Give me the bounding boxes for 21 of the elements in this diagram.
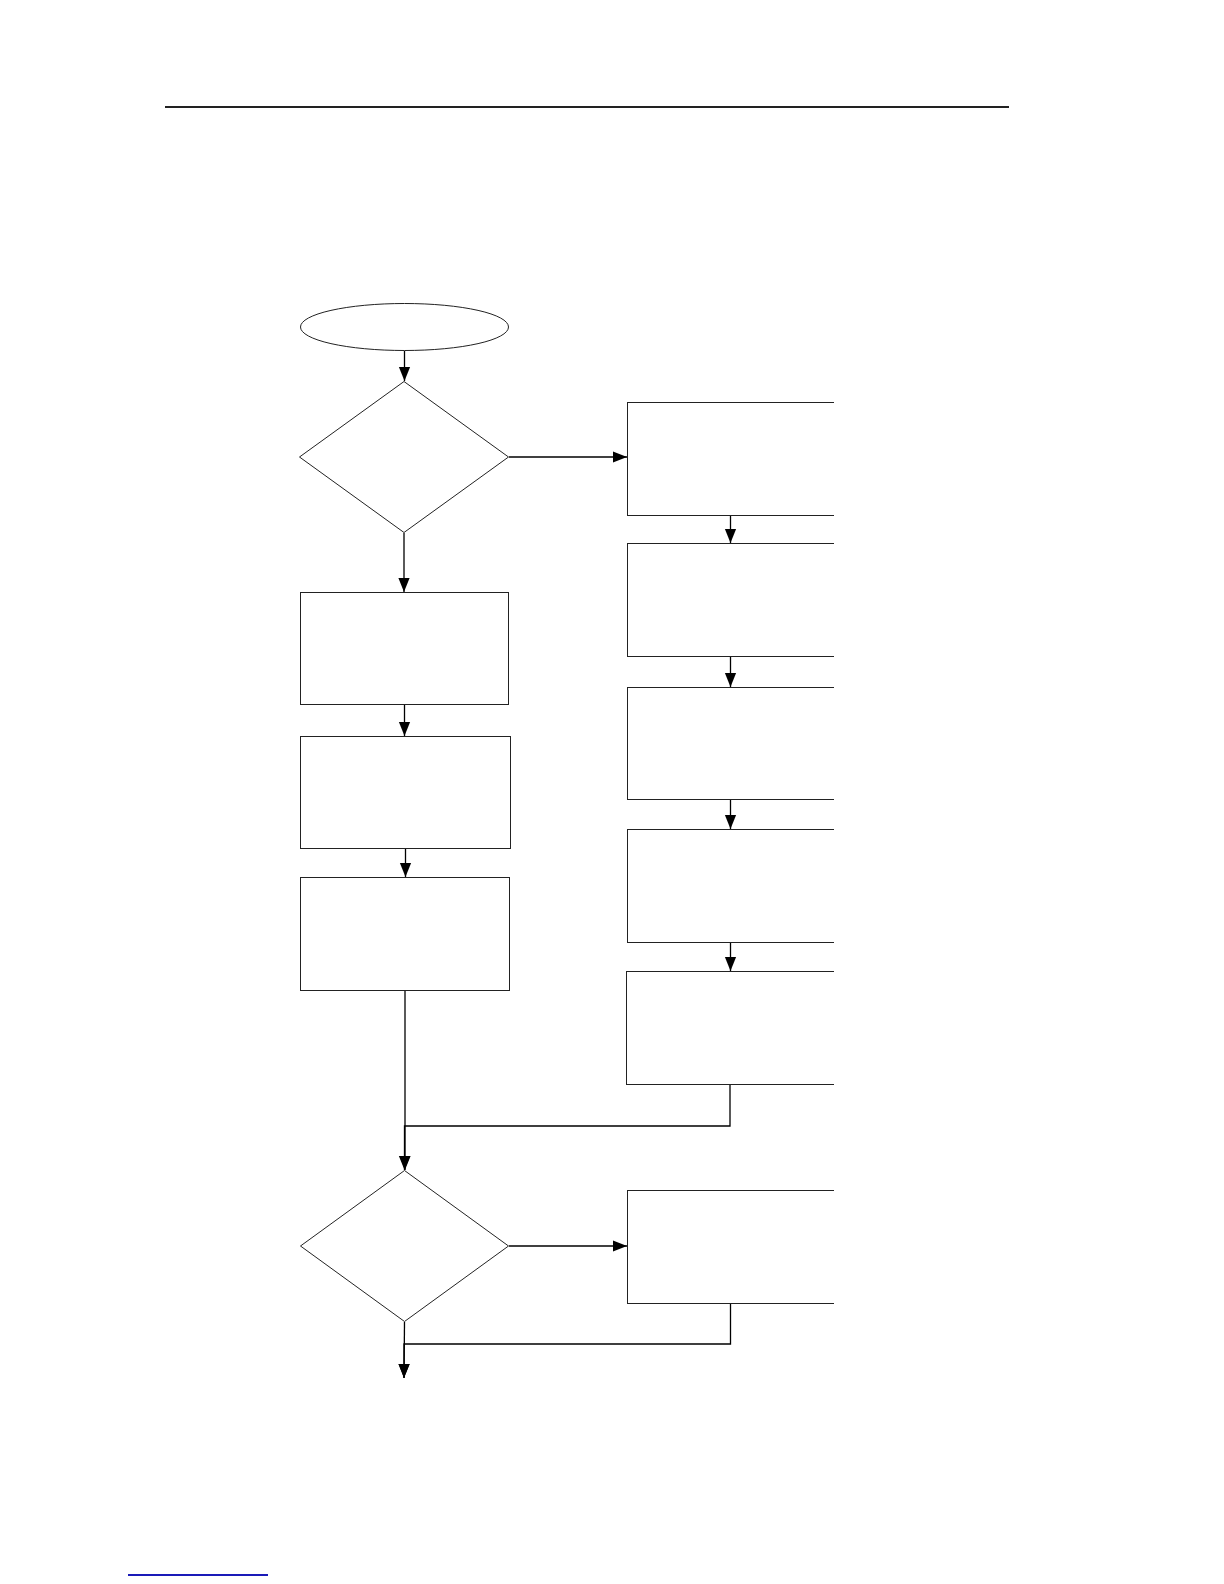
process-box [627, 687, 834, 800]
arrow [399, 848, 412, 878]
process-box [627, 1190, 834, 1304]
arrow [724, 515, 737, 544]
arrow [398, 704, 411, 737]
arrow [724, 942, 737, 972]
arrow [508, 451, 628, 463]
arrow [724, 799, 737, 830]
arrow [398, 532, 410, 593]
process-box [627, 829, 834, 943]
process-box [627, 402, 834, 516]
process-box [300, 736, 511, 849]
process-box [300, 592, 509, 705]
process-box [300, 877, 510, 991]
arrow [508, 1240, 628, 1252]
process-box [627, 543, 834, 657]
process-box [626, 971, 834, 1085]
arrow [398, 1303, 732, 1379]
arrow [398, 1084, 731, 1171]
arrow [398, 350, 411, 382]
arrow [724, 656, 737, 688]
